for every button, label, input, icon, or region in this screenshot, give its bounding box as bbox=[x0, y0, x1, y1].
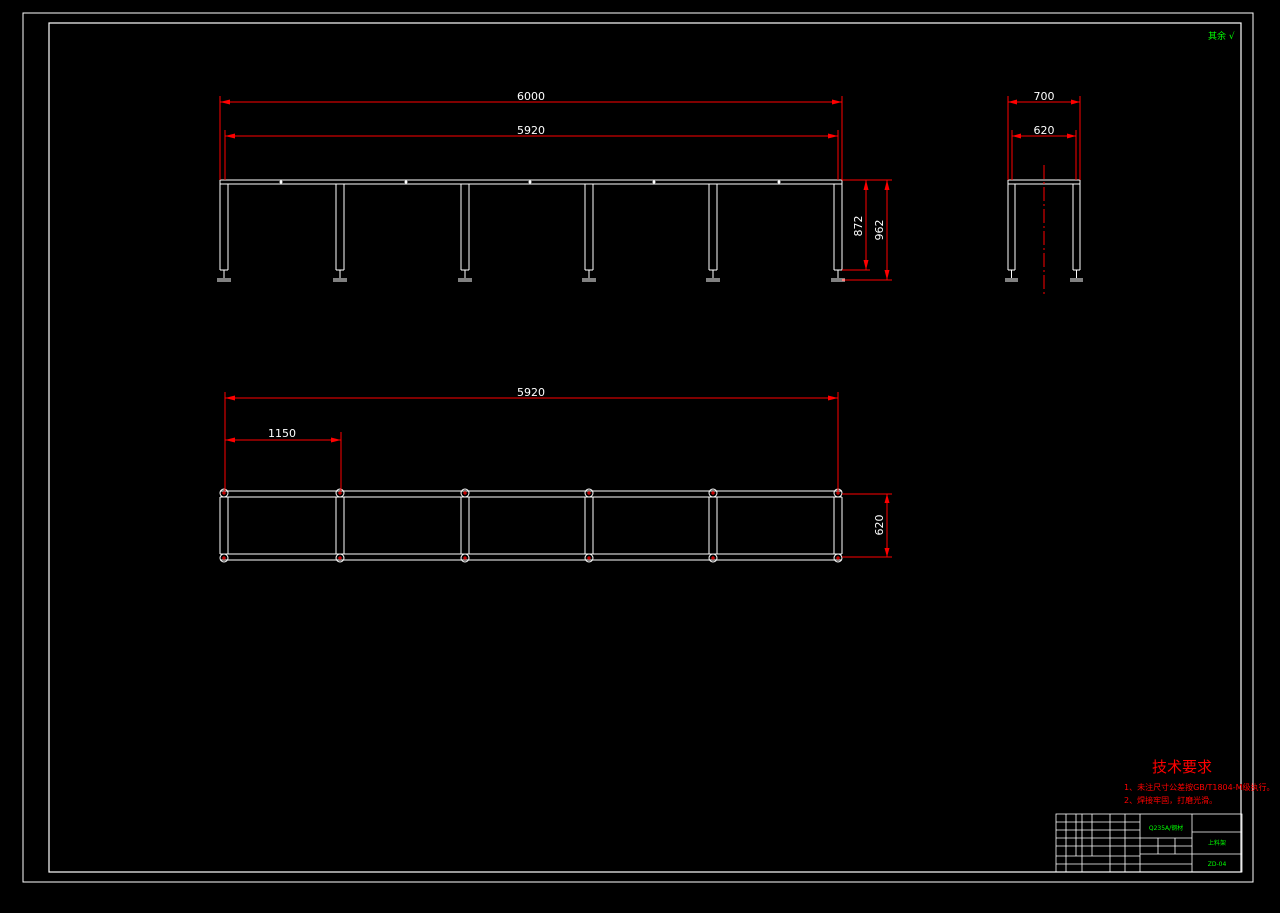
dim-962-text: 962 bbox=[873, 220, 886, 241]
top-view: 5920 1150 620 bbox=[219, 386, 892, 563]
top-frame bbox=[220, 490, 842, 561]
inner-border bbox=[48, 22, 1242, 873]
front-leg bbox=[404, 180, 472, 282]
dim-620-side-text: 620 bbox=[1034, 124, 1055, 137]
title-block-part-name: 上料架 bbox=[1208, 839, 1226, 847]
side-frame bbox=[1005, 179, 1083, 282]
leg-marker bbox=[708, 553, 718, 563]
dim-5920-top bbox=[224, 392, 839, 491]
technical-requirements: 技术要求 1、未注尺寸公差按GB/T1804-M级执行。 2、焊接牢固，打磨光滑… bbox=[1124, 758, 1275, 805]
dim-700-text: 700 bbox=[1034, 90, 1055, 103]
side-view: 700 620 bbox=[1005, 90, 1083, 297]
tech-req-item-1: 1、未注尺寸公差按GB/T1804-M级执行。 bbox=[1124, 782, 1275, 792]
dim-620-side bbox=[1011, 130, 1077, 180]
leg-marker bbox=[460, 553, 470, 563]
leg-marker bbox=[584, 553, 594, 563]
front-leg bbox=[217, 184, 231, 282]
top-crossbar bbox=[584, 488, 594, 563]
outer-border bbox=[22, 12, 1254, 883]
leg-marker bbox=[460, 488, 470, 498]
title-block-material: Q235A/钢材 bbox=[1149, 824, 1183, 832]
front-leg bbox=[528, 180, 596, 282]
leg-marker bbox=[335, 488, 345, 498]
dim-1150 bbox=[225, 432, 342, 491]
top-crossbar bbox=[708, 488, 718, 563]
front-legs bbox=[217, 180, 845, 282]
dim-620-top-text: 620 bbox=[873, 515, 886, 536]
rail-joint bbox=[279, 180, 283, 184]
title-block: Q235A/钢材 上料架 ZD-04 bbox=[1055, 813, 1243, 873]
top-crossbar bbox=[219, 488, 229, 563]
leg-marker bbox=[219, 553, 229, 563]
dim-5920-front-text: 5920 bbox=[517, 124, 545, 137]
top-crossbars bbox=[219, 488, 843, 563]
front-leg bbox=[652, 180, 720, 282]
front-leg bbox=[279, 180, 347, 282]
rail-joint bbox=[404, 180, 408, 184]
dim-5920-front bbox=[224, 130, 839, 180]
tech-req-title: 技术要求 bbox=[1152, 758, 1212, 776]
dim-1150-text: 1150 bbox=[268, 427, 296, 440]
front-leg bbox=[777, 180, 845, 282]
leg-marker bbox=[584, 488, 594, 498]
dim-6000 bbox=[219, 96, 843, 180]
top-crossbar bbox=[460, 488, 470, 563]
leg-marker bbox=[219, 488, 229, 498]
title-block-drawing-number: ZD-04 bbox=[1208, 861, 1227, 868]
top-crossbar bbox=[833, 488, 843, 563]
rail-joint bbox=[528, 180, 532, 184]
leg-marker bbox=[833, 553, 843, 563]
tech-req-item-2: 2、焊接牢固，打磨光滑。 bbox=[1124, 795, 1217, 805]
roughness-symbol: 其余 √ bbox=[1208, 30, 1235, 42]
rail-joint bbox=[777, 180, 781, 184]
title-block-lines bbox=[1055, 813, 1243, 873]
dim-5920-top-text: 5920 bbox=[517, 386, 545, 399]
dim-872-text: 872 bbox=[852, 216, 865, 237]
front-top-rail bbox=[219, 179, 843, 185]
dim-620-top bbox=[842, 493, 892, 558]
dim-vertical-front bbox=[842, 179, 892, 281]
dim-6000-text: 6000 bbox=[517, 90, 545, 103]
top-crossbar bbox=[335, 488, 345, 563]
dim-700 bbox=[1007, 96, 1081, 180]
front-view: 6000 5920 872 962 bbox=[217, 90, 892, 282]
rail-joint bbox=[652, 180, 656, 184]
leg-marker bbox=[708, 488, 718, 498]
leg-marker bbox=[335, 553, 345, 563]
roughness-text: 其余 √ bbox=[1208, 30, 1235, 42]
sheet-frame bbox=[22, 12, 1254, 883]
